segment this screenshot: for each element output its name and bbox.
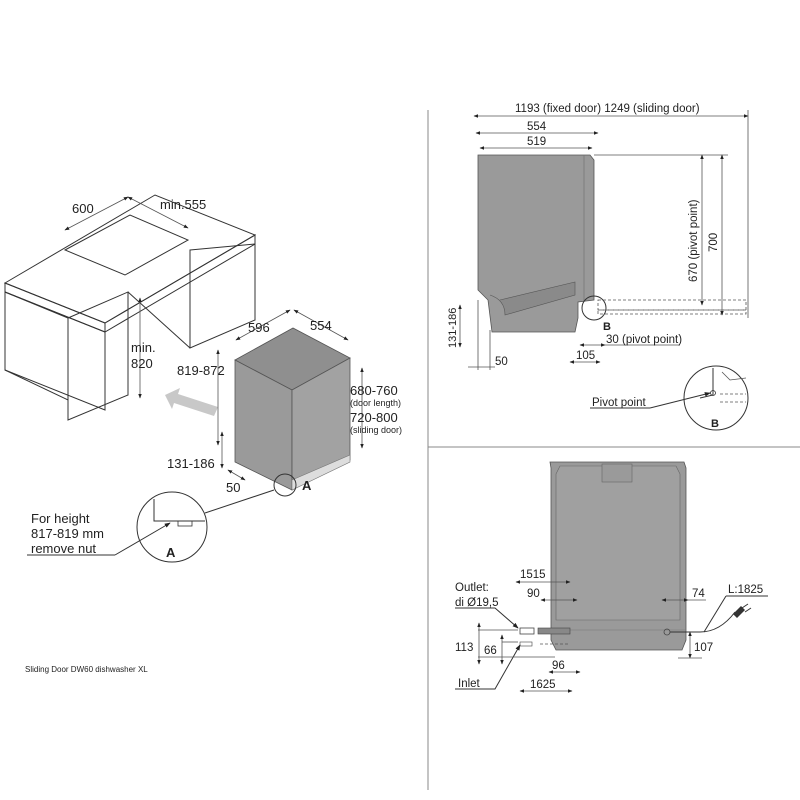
total-depth-label: 1193 (fixed door) 1249 (sliding door): [515, 103, 700, 115]
dim-66-label: 66: [484, 645, 497, 657]
rear-view-dimensions: Outlet: di Ø19,5 Inlet 1515 90 113 66 96…: [455, 569, 713, 693]
side-view: B: [477, 154, 747, 333]
side-plinth-label: 131-186: [447, 308, 459, 348]
inlet-connector: [519, 641, 533, 647]
detail-a-note-line1: For height: [31, 511, 90, 526]
sliding-door-note: (sliding door): [350, 425, 402, 435]
rear-view: [549, 461, 687, 651]
detail-a-note-line2: 817-819 mm: [31, 526, 104, 541]
depth-554-label: 554: [527, 121, 547, 133]
dim-1515-label: 1515: [520, 569, 546, 581]
detail-a: For height 817-819 mm remove nut A: [27, 489, 275, 563]
cabinet-dimensions: 600 min.555 min. 820: [64, 196, 206, 399]
detail-b-circle-marker: B: [711, 418, 719, 430]
sliding-door-value: 720-800: [350, 410, 398, 425]
outlet-label-1: Outlet:: [455, 582, 489, 594]
dim-96-label: 96: [552, 660, 565, 672]
cabinet-width-label: 600: [72, 201, 94, 216]
detail-a-circle-marker: A: [166, 545, 176, 560]
plinth-label: 131-186: [167, 456, 215, 471]
depth-519-label: 519: [527, 136, 546, 148]
dim-113-label: 113: [455, 642, 473, 654]
setback-label: 50: [226, 480, 240, 495]
cabinet-height-label-1: min.: [131, 340, 156, 355]
detail-b: Pivot point B: [590, 365, 749, 431]
appliance-depth-label: 554: [310, 318, 332, 333]
cabinet-isometric: [3, 194, 257, 421]
hoses: [519, 627, 571, 647]
dishwasher-isometric: A: [234, 327, 351, 497]
cabinet-height-label-2: 820: [131, 356, 153, 371]
pivot-point-label: Pivot point: [592, 397, 647, 409]
insertion-arrow: [165, 388, 218, 416]
detail-a-marker: A: [302, 478, 312, 493]
dim-74-label: 74: [692, 588, 705, 600]
detail-a-note-line3: remove nut: [31, 541, 96, 556]
inlet-label: Inlet: [458, 678, 481, 690]
door-length-note: (door length): [350, 398, 401, 408]
door-length-value: 680-760: [350, 383, 398, 398]
side-view-dimensions: 1193 (fixed door) 1249 (sliding door) 55…: [447, 103, 749, 370]
outlet-label-2: di Ø19,5: [455, 597, 498, 609]
cable-length-label: L:1825: [728, 584, 763, 596]
outlet-connector: [519, 627, 535, 635]
detail-a-circle: [273, 473, 297, 497]
power-cord: L:1825: [670, 584, 768, 633]
height-700-label: 700: [708, 233, 720, 252]
dim-90-label: 90: [527, 588, 540, 600]
plug-icon: [733, 606, 745, 618]
caption: Sliding Door DW60 dishwasher XL: [25, 665, 148, 674]
dim-107-label: 107: [694, 642, 713, 654]
pivot-height-label: 670 (pivot point): [688, 199, 700, 282]
side-setback-label: 50: [495, 356, 508, 368]
appliance-height-label: 819-872: [177, 363, 225, 378]
appliance-width-label: 596: [248, 320, 270, 335]
offset-105-label: 105: [576, 350, 595, 362]
cabinet-depth-label: min.555: [160, 197, 206, 212]
outlet-hose: [537, 627, 571, 635]
pivot-offset-label: 30 (pivot point): [606, 334, 682, 346]
appliance-dimensions: 596 554 819-872 680-760 (door length) 72…: [167, 309, 402, 495]
dim-1625-label: 1625: [530, 679, 556, 691]
side-detail-b-marker: B: [603, 321, 611, 333]
